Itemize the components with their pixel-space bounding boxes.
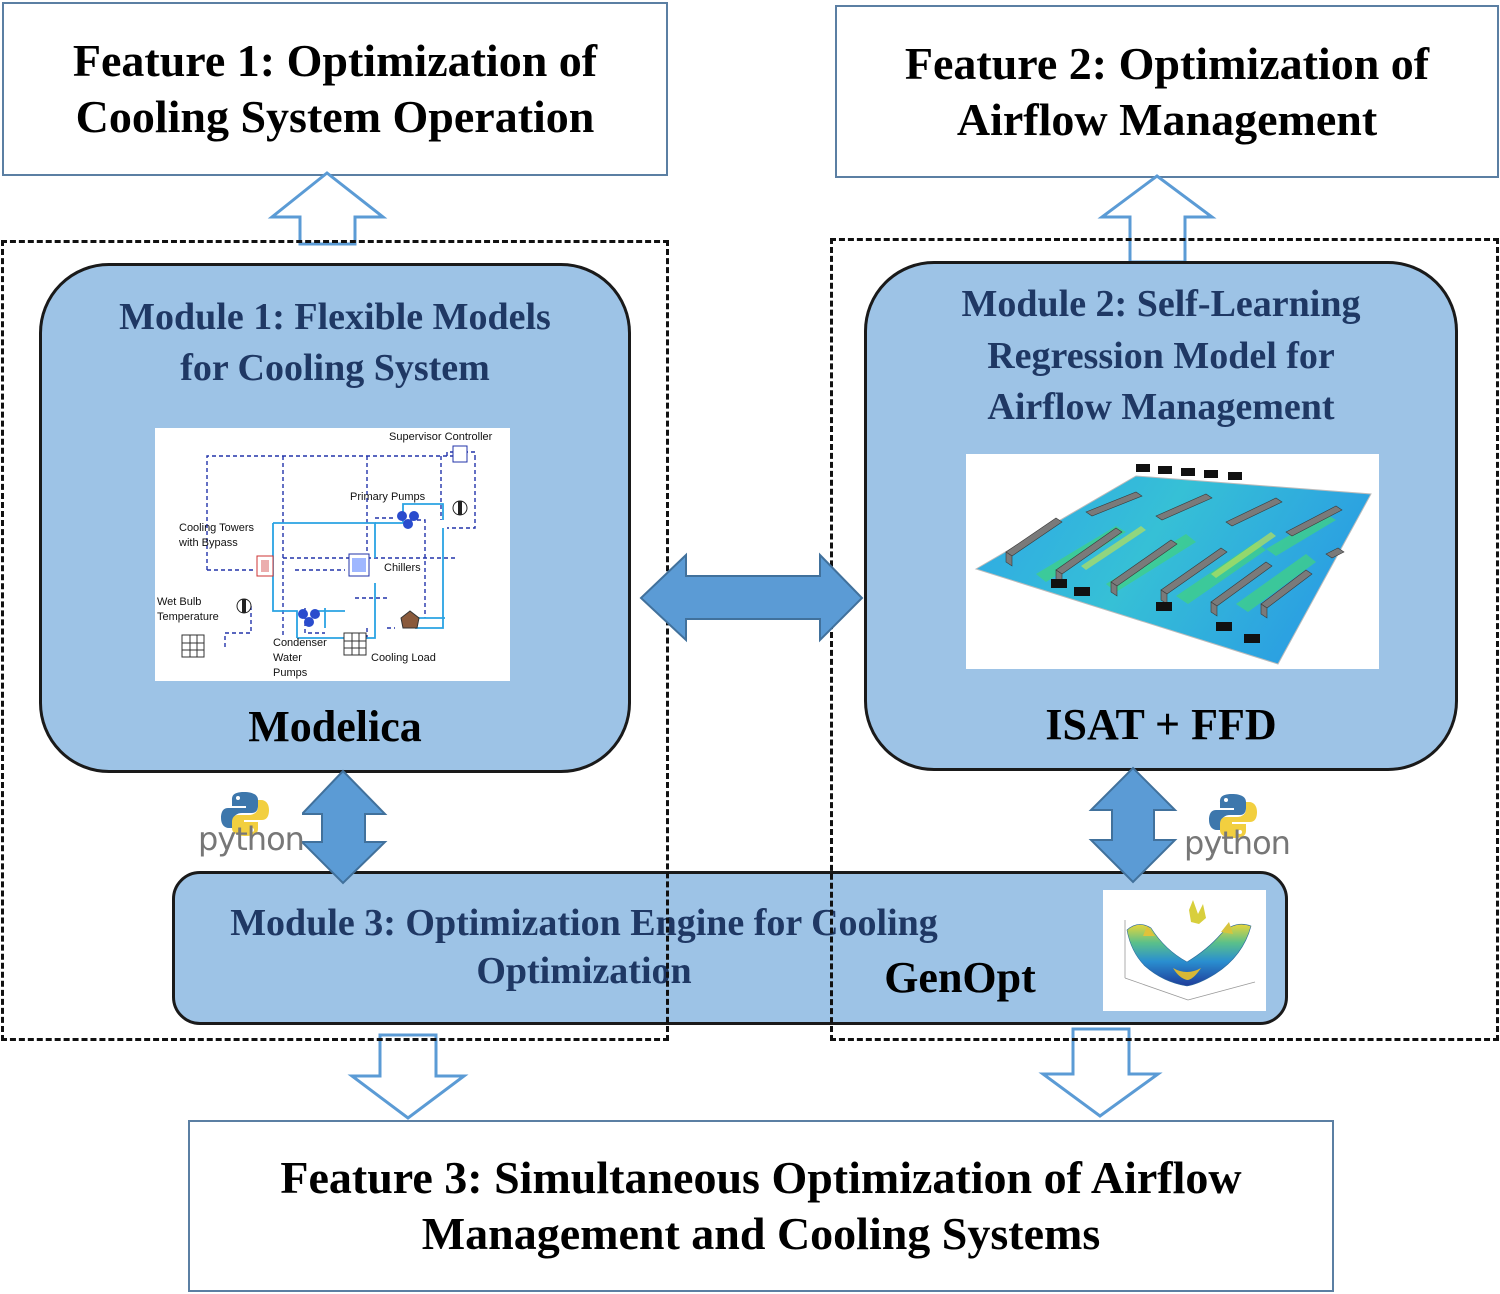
- module-2-title-line1: Module 2: Self-Learning: [961, 283, 1361, 325]
- double-arrow-module1-module3: [299, 769, 388, 885]
- python-snake-icon: [1209, 794, 1257, 838]
- label-cooling-towers-1: Cooling Towers: [179, 522, 255, 534]
- module-3-label: GenOpt: [884, 953, 1036, 1002]
- label-condenser-2: Water: [273, 652, 302, 664]
- airflow-cfd-visualization: [966, 454, 1379, 669]
- double-arrow-module2-module3: [1088, 766, 1178, 884]
- feature-3-title-line1: Feature 3: Simultaneous Optimization of …: [280, 1152, 1242, 1203]
- feature-3-title-line2: Management and Cooling Systems: [421, 1208, 1101, 1259]
- label-chillers: Chillers: [384, 562, 421, 574]
- cooling-system-schematic: Supervisor Controller Primary Pumps Cool…: [155, 428, 510, 681]
- feature-1-title-line2: Cooling System Operation: [75, 91, 595, 142]
- feature-3-box: Feature 3: Simultaneous Optimization of …: [188, 1120, 1334, 1292]
- module-2-label: ISAT + FFD: [1045, 700, 1277, 749]
- feature-1-title-line1: Feature 1: Optimization of: [72, 35, 598, 86]
- label-cooling-towers-2: with Bypass: [179, 537, 238, 549]
- label-cooling-load: Cooling Load: [371, 652, 436, 664]
- feature-2-title-line2: Airflow Management: [956, 93, 1378, 145]
- label-wet-bulb-1: Wet Bulb: [157, 596, 202, 608]
- schematic-lines: [181, 445, 476, 658]
- label-condenser-1: Condenser: [273, 637, 327, 649]
- dashed-region-left: [1, 240, 669, 1041]
- module-3-box: Module 3: Optimization Engine for Coolin…: [172, 871, 1288, 1025]
- module-1-title-line1: Module 1: Flexible Models: [119, 296, 551, 338]
- label-condenser-3: Pumps: [273, 667, 308, 679]
- dashed-region-right: [830, 238, 1499, 1041]
- double-arrow-module1-module2: [639, 552, 864, 643]
- module-3-title-line2: Optimization: [476, 950, 692, 992]
- module-1-label: Modelica: [248, 702, 422, 751]
- module-2-title-line2: Regression Model for: [987, 335, 1335, 377]
- module-3-title-line1: Module 3: Optimization Engine for Coolin…: [230, 902, 938, 944]
- arrow-down-feature-3-right: [1038, 1027, 1163, 1118]
- label-primary-pumps: Primary Pumps: [350, 491, 426, 503]
- python-logo-text-left: python: [198, 820, 305, 858]
- python-snake-icon: [221, 792, 269, 836]
- feature-2-title-line1: Feature 2: Optimization of: [904, 37, 1430, 89]
- module-1-title-line2: for Cooling System: [180, 347, 490, 389]
- python-logo-right: python: [1180, 790, 1291, 870]
- arrow-up-feature-1: [267, 171, 388, 246]
- label-supervisor-controller: Supervisor Controller: [389, 431, 493, 443]
- module-2-title-line3: Airflow Management: [987, 386, 1335, 428]
- module-1-box: Module 1: Flexible Models for Cooling Sy…: [39, 263, 631, 773]
- python-logo-text-right: python: [1184, 824, 1291, 862]
- label-wet-bulb-2: Temperature: [157, 611, 219, 623]
- arrow-down-feature-3-left: [347, 1033, 469, 1120]
- module-2-box: Module 2: Self-Learning Regression Model…: [864, 261, 1458, 771]
- python-logo-left: python: [190, 786, 305, 866]
- optimization-surface-plot: [1103, 890, 1266, 1011]
